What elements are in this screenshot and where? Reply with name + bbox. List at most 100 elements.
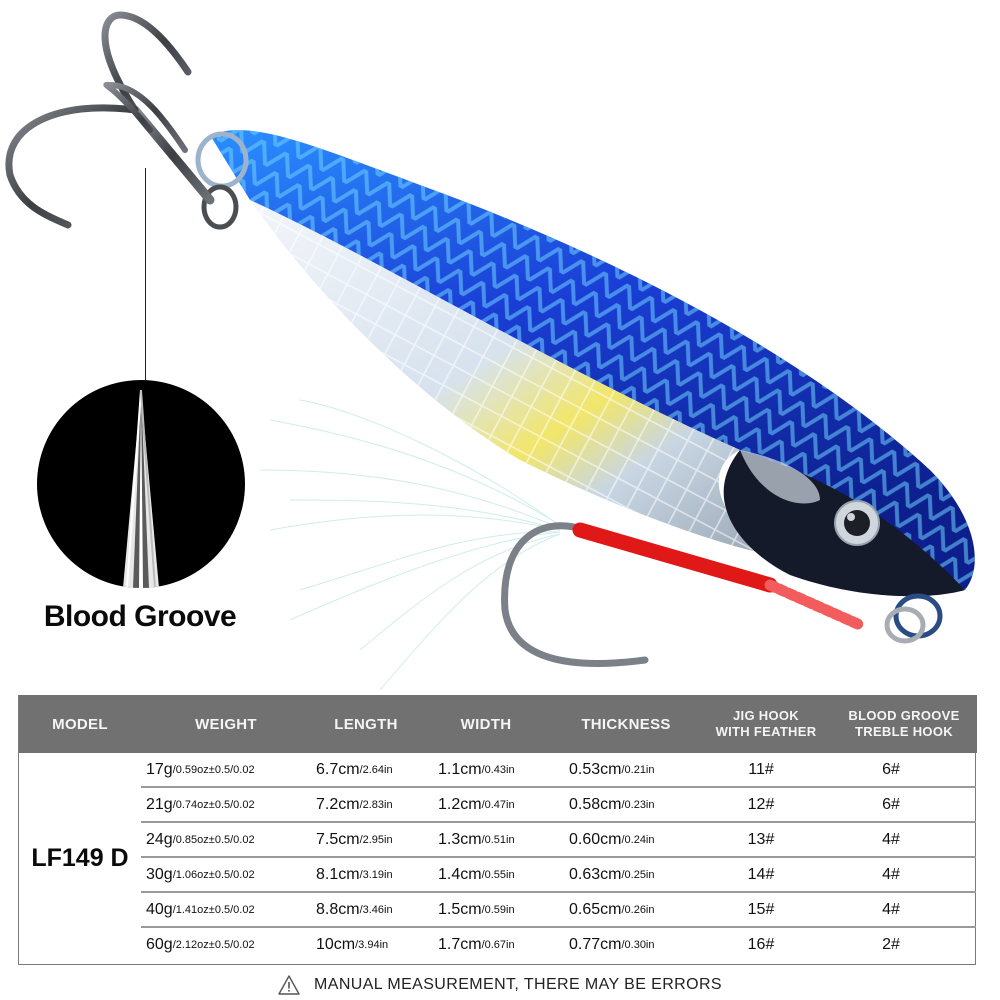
treble-hook-cell: 4# xyxy=(882,865,900,883)
jig-hook-cell: 13# xyxy=(747,830,775,848)
header-treble-hook: BLOOD GROOVE TREBLE HOOK xyxy=(831,695,977,753)
measurement-warning: MANUAL MEASUREMENT, THERE MAY BE ERRORS xyxy=(0,970,1000,1000)
treble-hook xyxy=(5,11,215,229)
weight-value: 24g xyxy=(146,830,173,848)
thickness-value: 0.53cm xyxy=(569,760,622,778)
header-treble-line2: TREBLE HOOK xyxy=(855,724,953,739)
width-sub: /0.43in xyxy=(481,763,515,776)
length-sub: /2.83in xyxy=(359,798,393,811)
weight-sub: /1.06oz±0.5/0.02 xyxy=(172,868,255,881)
thickness-sub: /0.25in xyxy=(621,868,655,881)
thickness-cell: 0.65cm/0.26in xyxy=(569,893,655,926)
header-thickness: THICKNESS xyxy=(581,715,671,733)
jig-hook-cell: 14# xyxy=(747,865,775,883)
weight-value: 17g xyxy=(146,760,173,778)
width-cell: 1.3cm/0.51in xyxy=(438,823,515,856)
thickness-value: 0.63cm xyxy=(569,865,622,883)
treble-hook-cell: 4# xyxy=(882,830,900,848)
width-cell: 1.5cm/0.59in xyxy=(438,893,515,926)
treble-hook-cell: 6# xyxy=(882,760,900,778)
width-value: 1.4cm xyxy=(438,865,482,883)
spec-table: MODEL WEIGHT LENGTH WIDTH THICKNESS JIG … xyxy=(18,695,977,965)
thickness-value: 0.65cm xyxy=(569,900,622,918)
thickness-sub: /0.23in xyxy=(621,798,655,811)
thickness-sub: /0.24in xyxy=(621,833,655,846)
length-cell: 7.5cm/2.95in xyxy=(316,823,393,856)
callout-line xyxy=(145,168,146,380)
width-cell: 1.2cm/0.47in xyxy=(438,788,515,821)
warning-text: MANUAL MEASUREMENT, THERE MAY BE ERRORS xyxy=(314,976,722,993)
width-value: 1.7cm xyxy=(438,935,482,953)
table-row: 21g/0.74oz±0.5/0.02 7.2cm/2.83in 1.2cm/0… xyxy=(141,788,976,823)
table-row: 17g/0.59oz±0.5/0.02 6.7cm/2.64in 1.1cm/0… xyxy=(141,753,976,788)
length-cell: 7.2cm/2.83in xyxy=(316,788,393,821)
jig-hook-cell: 12# xyxy=(747,795,775,813)
length-value: 6.7cm xyxy=(316,760,360,778)
weight-sub: /0.74oz±0.5/0.02 xyxy=(172,798,255,811)
weight-sub: /0.59oz±0.5/0.02 xyxy=(172,763,255,776)
width-value: 1.2cm xyxy=(438,795,482,813)
length-cell: 10cm/3.94in xyxy=(316,928,388,961)
table-row: 40g/1.41oz±0.5/0.02 8.8cm/3.46in 1.5cm/0… xyxy=(141,893,976,928)
thickness-value: 0.77cm xyxy=(569,935,622,953)
jig-hook-cell: 11# xyxy=(748,760,774,778)
feather-tail xyxy=(259,399,561,690)
weight-value: 21g xyxy=(146,795,173,813)
header-width: WIDTH xyxy=(460,715,512,733)
length-sub: /2.64in xyxy=(359,763,393,776)
length-sub: /3.94in xyxy=(355,938,389,951)
weight-cell: 30g/1.06oz±0.5/0.02 xyxy=(146,858,255,891)
thickness-cell: 0.63cm/0.25in xyxy=(569,858,655,891)
width-value: 1.1cm xyxy=(438,760,482,778)
weight-cell: 24g/0.85oz±0.5/0.02 xyxy=(146,823,255,856)
blood-groove-label: Blood Groove xyxy=(43,600,237,633)
width-sub: /0.55in xyxy=(481,868,515,881)
header-treble-line1: BLOOD GROOVE xyxy=(848,708,960,723)
weight-value: 60g xyxy=(146,935,173,953)
table-row: 60g/2.12oz±0.5/0.02 10cm/3.94in 1.7cm/0.… xyxy=(141,928,976,963)
weight-sub: /1.41oz±0.5/0.02 xyxy=(172,903,255,916)
weight-cell: 40g/1.41oz±0.5/0.02 xyxy=(146,893,255,926)
width-value: 1.3cm xyxy=(438,830,482,848)
treble-hook-cell: 6# xyxy=(882,795,900,813)
weight-cell: 60g/2.12oz±0.5/0.02 xyxy=(146,928,255,961)
jig-hook-cell: 15# xyxy=(747,900,775,918)
product-image: Blood Groove xyxy=(5,11,975,690)
jig-hook-cell: 16# xyxy=(747,935,775,953)
thickness-cell: 0.58cm/0.23in xyxy=(569,788,655,821)
header-jig-hook-line1: JIG HOOK xyxy=(733,708,799,723)
table-body: 17g/0.59oz±0.5/0.02 6.7cm/2.64in 1.1cm/0… xyxy=(141,753,976,963)
width-sub: /0.51in xyxy=(481,833,515,846)
width-value: 1.5cm xyxy=(438,900,482,918)
treble-hook-cell: 2# xyxy=(882,935,900,953)
length-sub: /2.95in xyxy=(359,833,393,846)
length-value: 8.1cm xyxy=(316,865,360,883)
width-sub: /0.47in xyxy=(481,798,515,811)
thickness-value: 0.60cm xyxy=(569,830,622,848)
length-cell: 8.8cm/3.46in xyxy=(316,893,393,926)
header-length: LENGTH xyxy=(334,715,398,733)
table-row: 30g/1.06oz±0.5/0.02 8.1cm/3.19in 1.4cm/0… xyxy=(141,858,976,893)
length-value: 8.8cm xyxy=(316,900,360,918)
width-sub: /0.67in xyxy=(481,938,515,951)
weight-sub: /2.12oz±0.5/0.02 xyxy=(172,938,255,951)
length-cell: 6.7cm/2.64in xyxy=(316,753,393,786)
width-cell: 1.1cm/0.43in xyxy=(438,753,515,786)
header-jig-hook: JIG HOOK WITH FEATHER xyxy=(701,695,831,753)
width-sub: /0.59in xyxy=(481,903,515,916)
table-row: 24g/0.85oz±0.5/0.02 7.5cm/2.95in 1.3cm/0… xyxy=(141,823,976,858)
weight-sub: /0.85oz±0.5/0.02 xyxy=(172,833,255,846)
thickness-sub: /0.21in xyxy=(621,763,655,776)
length-sub: /3.46in xyxy=(359,903,393,916)
length-value: 10cm xyxy=(316,935,356,953)
length-cell: 8.1cm/3.19in xyxy=(316,858,393,891)
thickness-sub: /0.26in xyxy=(621,903,655,916)
length-value: 7.2cm xyxy=(316,795,360,813)
header-model: MODEL xyxy=(52,715,108,733)
thickness-cell: 0.77cm/0.30in xyxy=(569,928,655,961)
treble-hook-cell: 4# xyxy=(882,900,900,918)
warning-triangle-icon xyxy=(278,975,300,995)
width-cell: 1.7cm/0.67in xyxy=(438,928,515,961)
weight-cell: 21g/0.74oz±0.5/0.02 xyxy=(146,788,255,821)
thickness-cell: 0.60cm/0.24in xyxy=(569,823,655,856)
